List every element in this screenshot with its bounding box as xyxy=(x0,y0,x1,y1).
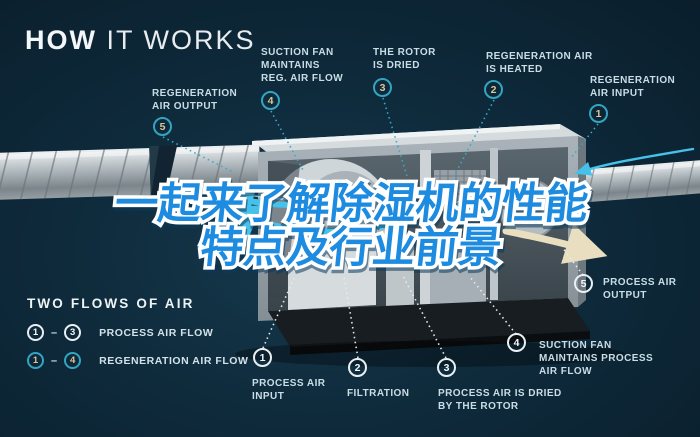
label-line: AIR INPUT xyxy=(590,88,645,100)
left-duct xyxy=(0,144,261,201)
air-flow-arrow-cream xyxy=(502,223,608,264)
callout-number-regen-2: 2 xyxy=(484,80,503,99)
page-title-light: IT WORKS xyxy=(106,25,256,55)
legend-label: REGENERATION AIR FLOW xyxy=(99,354,249,367)
legend-circle-from: 1 xyxy=(27,324,44,341)
label-line: IS HEATED xyxy=(486,64,543,76)
legend-row-regeneration-air-flow: 1 – 4 REGENERATION AIR FLOW xyxy=(27,352,248,369)
legend-label: PROCESS AIR FLOW xyxy=(99,326,214,339)
right-duct xyxy=(569,159,700,204)
legend-circle-to: 3 xyxy=(64,324,82,341)
callout-number-regen-1: 1 xyxy=(589,104,608,123)
callout-number-process-1: 1 xyxy=(253,348,272,367)
label-line: AIR FLOW xyxy=(539,366,593,378)
headline-line1: 一起来了解除湿机的性能 xyxy=(113,180,591,228)
leader-lines-regeneration xyxy=(162,97,599,181)
label-rotor-is-dried: THE ROTOR IS DRIED xyxy=(373,46,436,72)
callout-number-process-4: 4 xyxy=(507,333,526,352)
leader-lines-process xyxy=(262,246,584,359)
callout-number-regen-5: 5 xyxy=(153,117,172,136)
label-suction-fan-process: SUCTION FAN MAINTAINS PROCESS AIR FLOW xyxy=(539,339,653,379)
label-line: REGENERATION xyxy=(152,88,238,99)
legend-dash: – xyxy=(51,326,58,339)
headline-line2-shadow: 特点及行业前景 xyxy=(199,227,505,275)
label-filtration: FILTRATION xyxy=(347,387,409,400)
label-line: SUCTION FAN xyxy=(539,340,612,351)
label-line: MAINTAINS xyxy=(261,60,320,72)
legend-circle-to: 4 xyxy=(64,352,82,369)
callout-number-process-2: 2 xyxy=(348,358,367,377)
label-line: INPUT xyxy=(252,391,285,403)
label-process-air-dried-by-rotor: PROCESS AIR IS DRIED BY THE ROTOR xyxy=(438,387,562,413)
label-process-air-input: PROCESS AIR INPUT xyxy=(252,377,325,403)
label-line: PROCESS AIR xyxy=(252,378,326,389)
label-line: BY THE ROTOR xyxy=(438,401,519,413)
label-line: OUTPUT xyxy=(603,290,647,302)
legend-circle-from: 1 xyxy=(27,352,44,369)
label-regeneration-air-heated: REGENERATION AIR IS HEATED xyxy=(486,50,593,76)
label-line: PROCESS AIR IS DRIED xyxy=(438,388,562,399)
label-regeneration-air-input: REGENERATION AIR INPUT xyxy=(590,74,675,100)
air-flow-arrows-blue xyxy=(211,147,695,239)
label-line: IS DRIED xyxy=(373,60,420,72)
legend-dash: – xyxy=(51,354,58,367)
callout-number-process-5: 5 xyxy=(574,274,593,293)
label-line: REGENERATION xyxy=(590,75,676,86)
label-line: MAINTAINS PROCESS xyxy=(539,353,654,365)
page-title-bold: HOW xyxy=(25,25,97,55)
label-line: FILTRATION xyxy=(347,388,410,399)
headline-line1-shadow: 一起来了解除湿机的性能 xyxy=(113,183,591,231)
callout-number-regen-3: 3 xyxy=(373,78,392,97)
callout-number-process-3: 3 xyxy=(437,358,456,377)
legend-title: TWO FLOWS OF AIR xyxy=(27,296,195,311)
page-title: HOW IT WORKS xyxy=(25,25,256,56)
label-line: PROCESS AIR xyxy=(603,277,677,288)
label-regeneration-air-output: REGENERATION AIR OUTPUT xyxy=(152,87,237,113)
label-line: AIR OUTPUT xyxy=(152,101,218,113)
label-line: SUCTION FAN xyxy=(261,47,334,58)
label-line: REG. AIR FLOW xyxy=(261,73,344,85)
label-line: REGENERATION AIR xyxy=(486,51,593,62)
callout-number-regen-4: 4 xyxy=(261,91,280,110)
machine-body xyxy=(235,124,625,367)
label-process-air-output: PROCESS AIR OUTPUT xyxy=(603,276,676,302)
label-suction-fan-reg: SUCTION FAN MAINTAINS REG. AIR FLOW xyxy=(261,46,343,86)
label-line: THE ROTOR xyxy=(373,47,436,58)
headline-line2: 特点及行业前景 xyxy=(198,224,504,272)
legend-row-process-air-flow: 1 – 3 PROCESS AIR FLOW xyxy=(27,324,213,341)
